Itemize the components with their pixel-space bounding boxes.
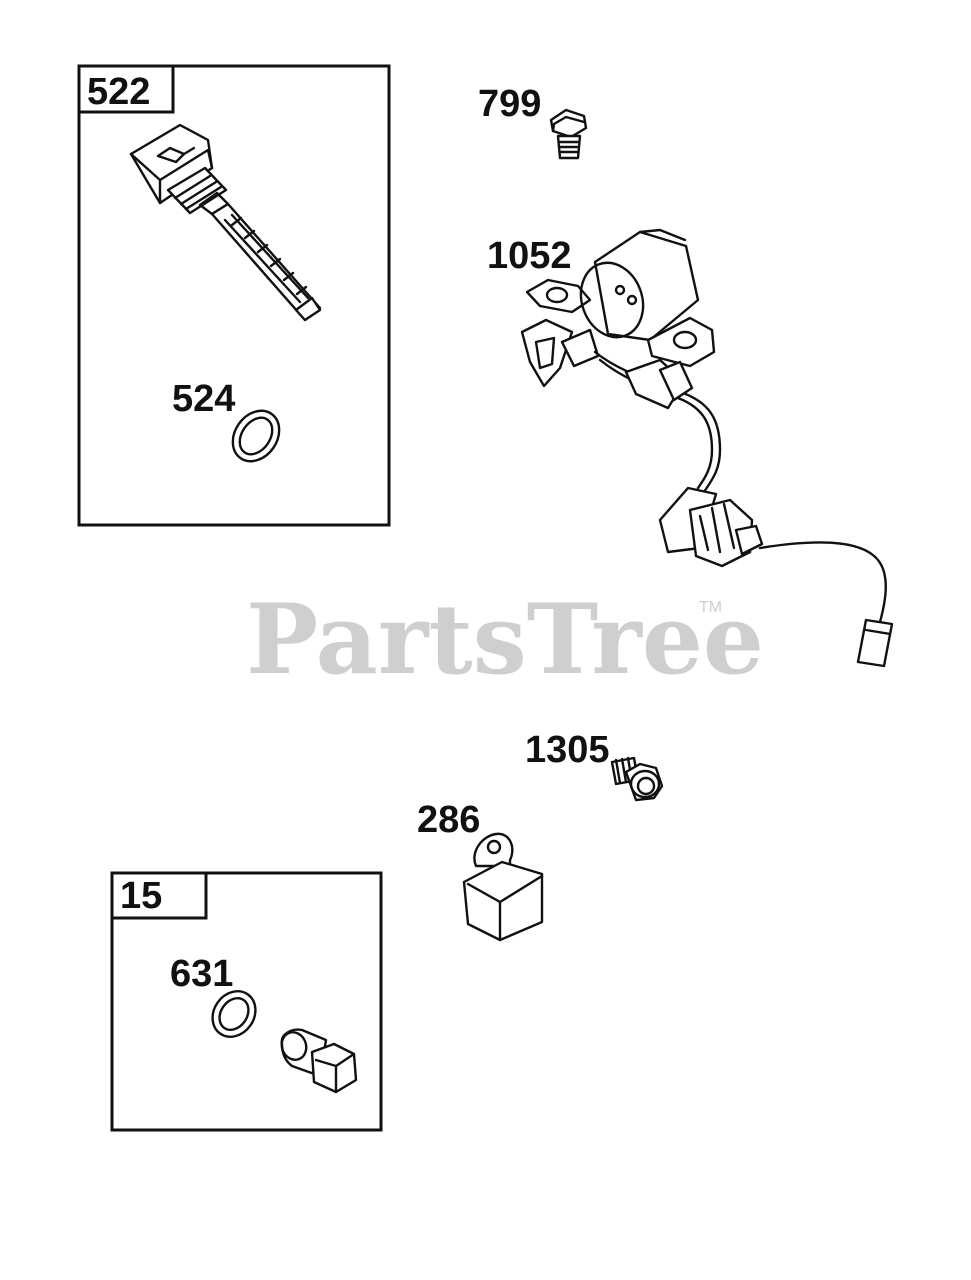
washer-631-part[interactable] (204, 983, 264, 1045)
callout-799[interactable]: 799 (478, 83, 541, 125)
callout-15[interactable]: 15 (120, 875, 162, 917)
dipstick-part[interactable] (129, 123, 322, 322)
bracket-286-part[interactable] (462, 832, 544, 942)
oil-sensor-1052-part[interactable] (520, 228, 894, 668)
callout-522[interactable]: 522 (87, 71, 150, 113)
callout-1305[interactable]: 1305 (525, 729, 610, 771)
watermark-text: PartsTree (246, 583, 764, 696)
group-box-15: 15 (110, 871, 383, 1132)
group-box-522: 522 (77, 64, 391, 527)
watermark-trademark: TM (699, 599, 722, 616)
bolt-799-part[interactable] (549, 108, 588, 160)
callout-1052[interactable]: 1052 (487, 235, 572, 277)
o-ring-524-part[interactable] (223, 402, 288, 470)
callout-524[interactable]: 524 (172, 378, 235, 420)
callout-286[interactable]: 286 (417, 799, 480, 841)
callout-631[interactable]: 631 (170, 953, 233, 995)
drain-plug-part[interactable] (278, 1028, 358, 1094)
screw-1305-part[interactable] (610, 756, 664, 802)
